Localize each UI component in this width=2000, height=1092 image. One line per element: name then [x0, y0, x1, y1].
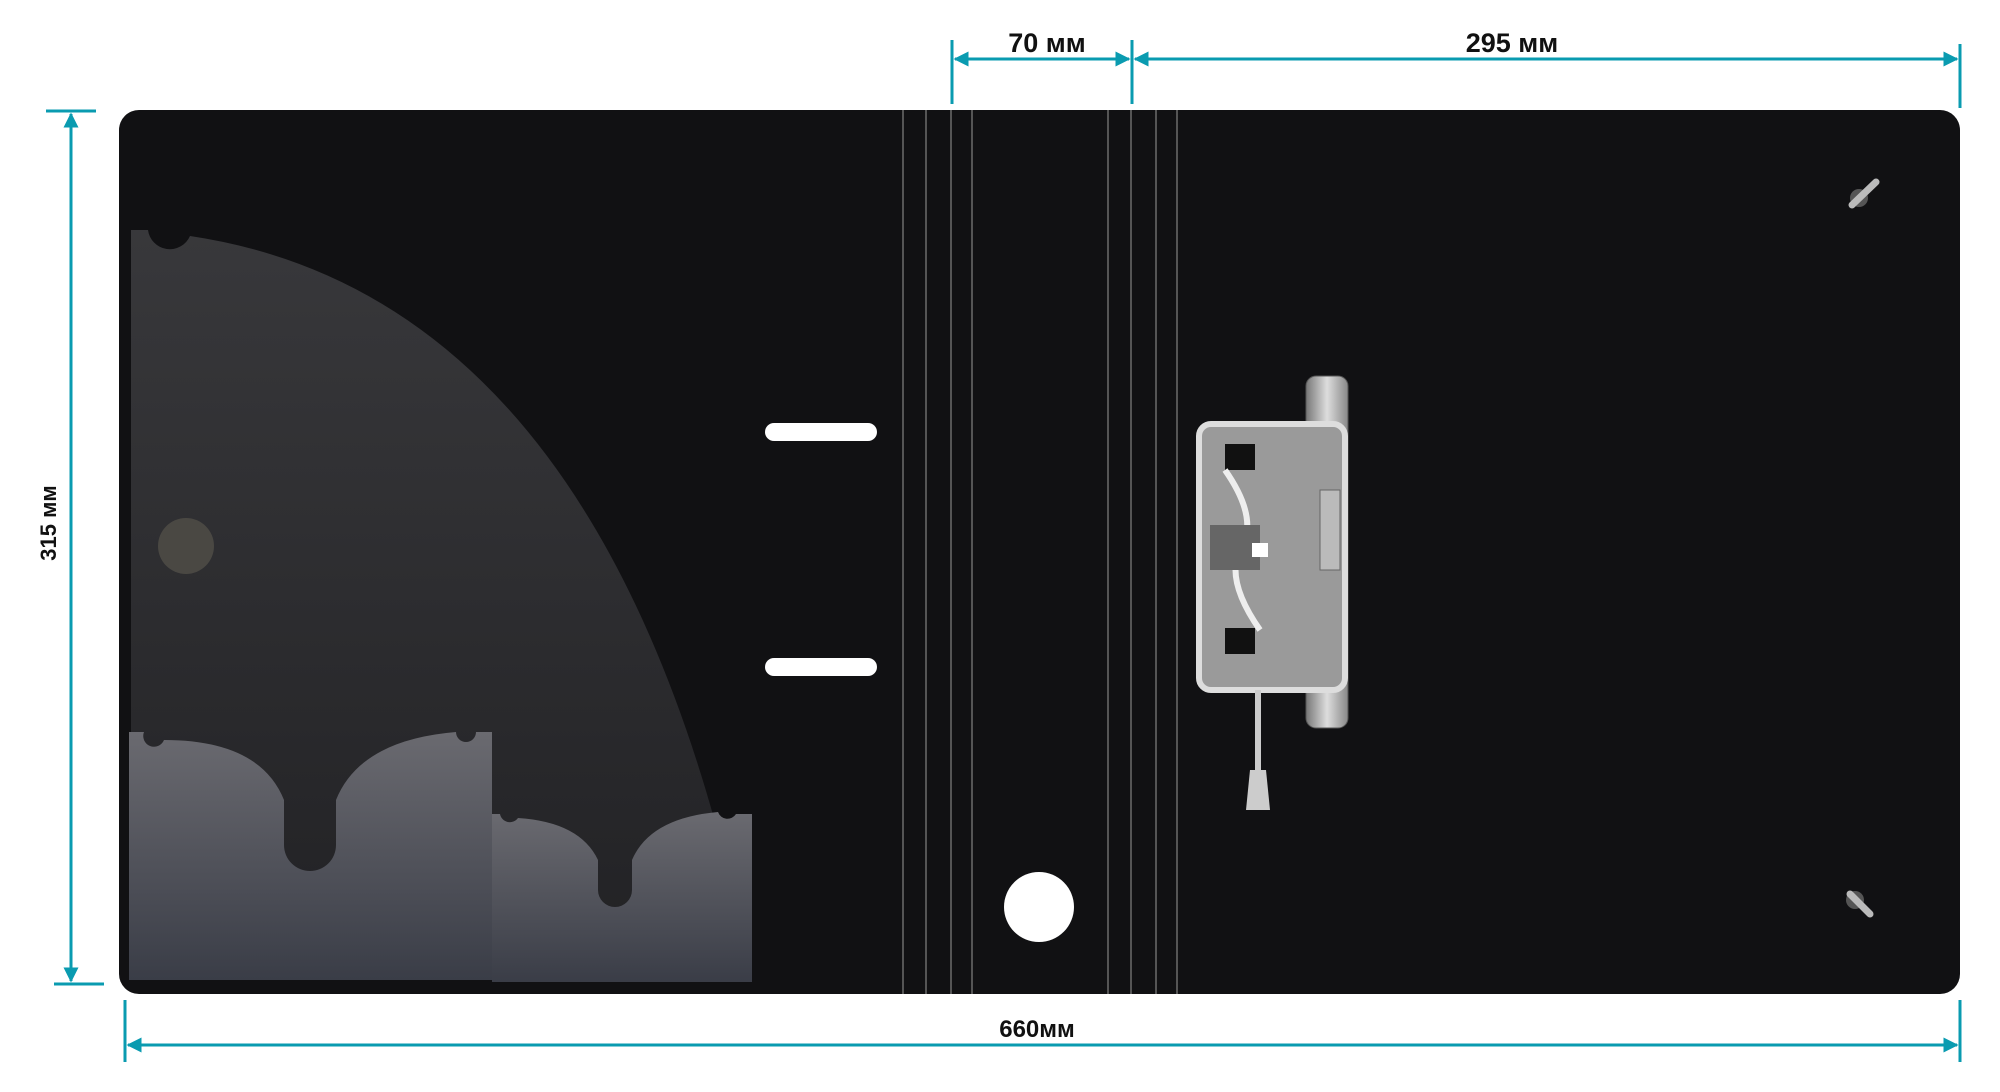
finger-hole — [158, 518, 214, 574]
slot-top — [765, 423, 877, 441]
front-width-label: 295 мм — [1466, 28, 1559, 58]
dimension-spine: 70 мм — [950, 28, 1134, 104]
lower-pocket-right — [492, 812, 752, 982]
total-width-label: 660мм — [999, 1016, 1075, 1043]
corner-pocket — [131, 230, 752, 980]
slot-bottom — [765, 658, 877, 676]
dimension-total: 660мм — [123, 1000, 1962, 1062]
dimension-height: 315 мм — [36, 109, 104, 986]
spine-width-label: 70 мм — [1008, 28, 1085, 58]
height-label: 315 мм — [36, 485, 61, 560]
spine-hole — [1004, 872, 1074, 942]
rivet-pins — [1846, 178, 1880, 918]
dimension-front: 295 мм — [1133, 28, 1962, 108]
lower-pocket-left — [129, 732, 492, 980]
spine-creases — [902, 110, 1178, 994]
lever-arch-mechanism — [1196, 375, 1349, 810]
